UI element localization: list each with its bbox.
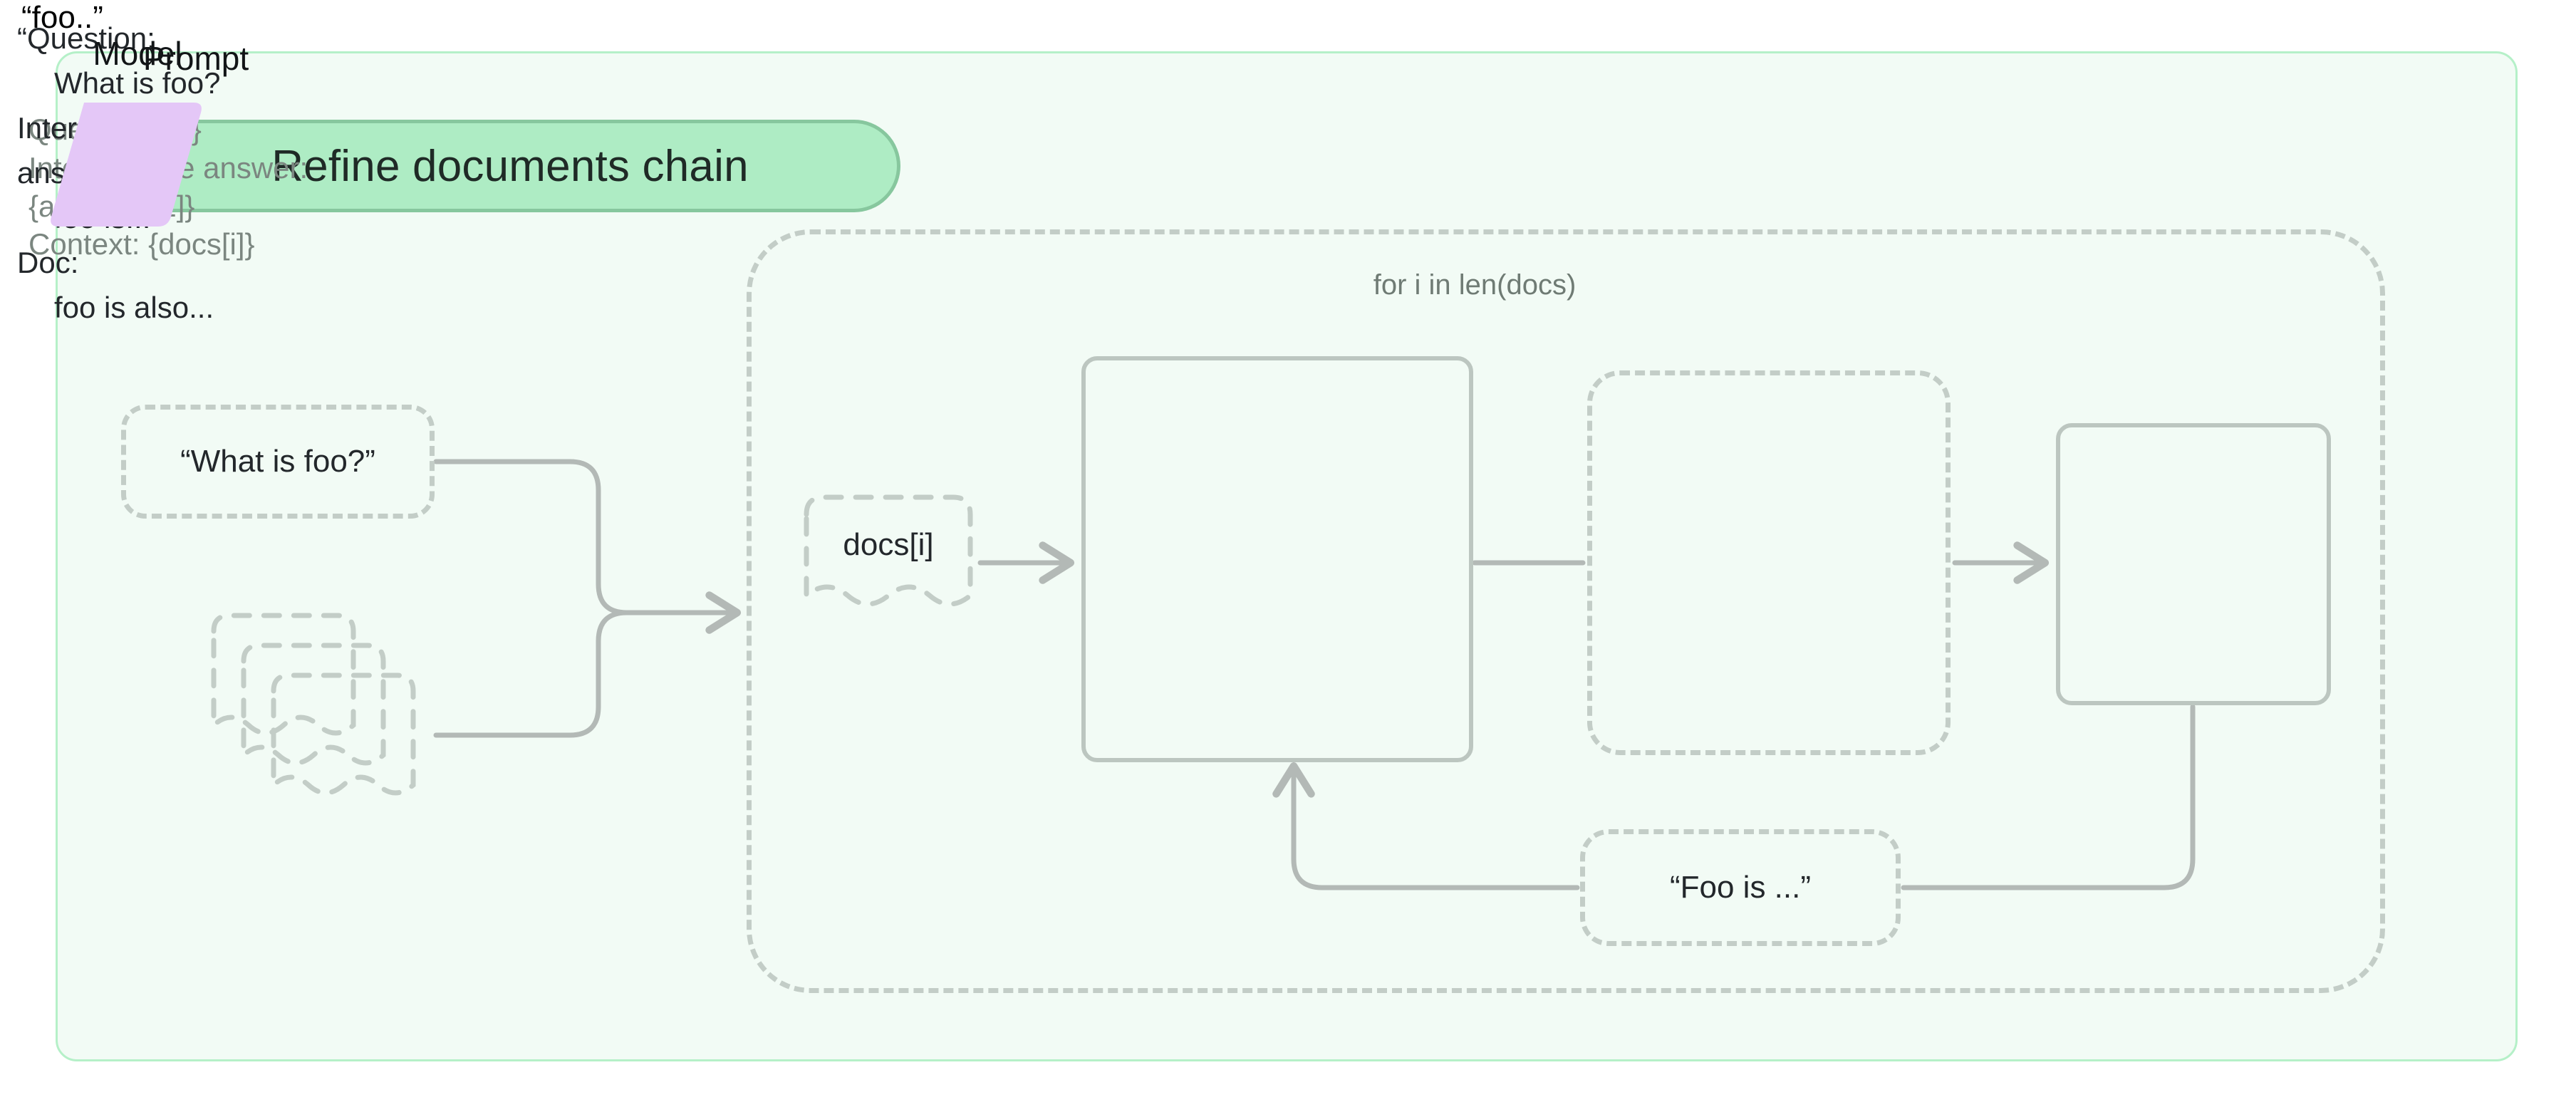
prompt-box[interactable] [1081,356,1473,762]
rendered-prompt-line: foo is also... [54,291,214,324]
rendered-prompt-node[interactable] [1587,370,1951,755]
diagram-title-badge: Refine documents chain [120,120,900,212]
input-docs-label-wrap: “foo..” [0,0,178,85]
input-question-node[interactable]: “What is foo?” [121,405,435,519]
docs-index-label: docs[i] [843,527,934,562]
rendered-prompt-line: “Question: [17,21,155,55]
loop-output-node[interactable]: “Foo is ...” [1580,829,1901,946]
input-docs-stack-icon[interactable] [205,607,447,814]
docs-index-shape-icon [804,494,973,607]
input-docs-label: “foo..” [21,0,103,35]
rendered-prompt-line: What is foo? [54,66,221,100]
docs-index-node[interactable]: docs[i] [799,490,977,625]
input-question-label: “What is foo?” [180,444,375,479]
prompt-title: Prompt [142,40,249,77]
loop-container [747,229,2385,993]
model-box[interactable] [2056,423,2331,705]
loop-label: for i in len(docs) [1373,269,1577,301]
prompt-line: Context: {docs[i]} [28,227,255,261]
rendered-prompt-line: Doc: [17,246,79,279]
loop-output-label: “Foo is ...” [1669,870,1812,905]
diagram-title-label: Refine documents chain [271,141,749,191]
model-title: Model [93,35,182,72]
parallelogram-icon [51,103,202,227]
